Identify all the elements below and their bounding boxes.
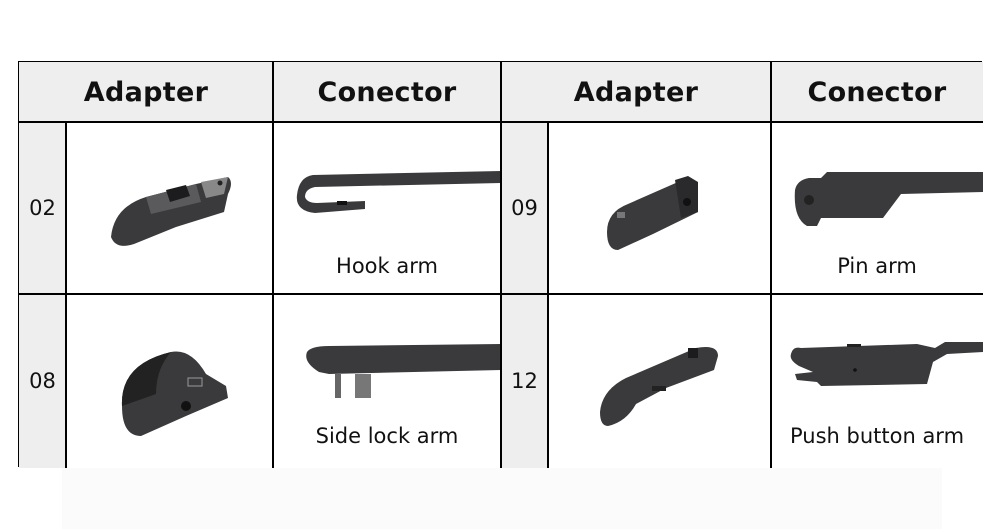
side-lock-arm-icon bbox=[306, 344, 501, 398]
grid-line bbox=[65, 122, 67, 468]
grid-line bbox=[500, 62, 502, 468]
side-lock-arm-label: Side lock arm bbox=[315, 424, 459, 448]
header-conector-right: Conector bbox=[771, 62, 983, 122]
push-button-arm-cell: Push button arm bbox=[771, 294, 983, 468]
hook-arm-cell: Hook arm bbox=[273, 122, 501, 294]
adapter-02-icon bbox=[111, 177, 231, 246]
side-lock-arm-cell: Side lock arm bbox=[273, 294, 501, 468]
hook-arm-label: Hook arm bbox=[336, 254, 438, 278]
adapter-12-icon bbox=[600, 347, 718, 426]
hook-arm-icon bbox=[296, 171, 501, 213]
row-code-12: 12 bbox=[501, 294, 548, 468]
pin-arm-label: Pin arm bbox=[837, 254, 917, 278]
row-code-09: 09 bbox=[501, 122, 548, 294]
adapter-09-icon bbox=[607, 176, 698, 250]
adapter-02-cell bbox=[66, 122, 273, 294]
pin-arm-icon bbox=[794, 172, 983, 226]
push-button-arm-label: Push button arm bbox=[789, 424, 965, 448]
adapter-12-cell bbox=[548, 294, 771, 468]
grid-line bbox=[547, 122, 549, 468]
header-conector-left: Conector bbox=[273, 62, 501, 122]
pin-arm-cell: Pin arm bbox=[771, 122, 983, 294]
adapter-08-cell bbox=[66, 294, 273, 468]
background-strip bbox=[62, 468, 942, 529]
grid-line bbox=[272, 62, 274, 468]
row-code-02: 02 bbox=[19, 122, 66, 294]
push-button-arm-icon bbox=[790, 342, 983, 386]
row-code-08: 08 bbox=[19, 294, 66, 468]
grid-line bbox=[770, 62, 772, 468]
adapter-08-icon bbox=[121, 351, 228, 436]
adapter-09-cell bbox=[548, 122, 771, 294]
header-adapter-left: Adapter bbox=[19, 62, 273, 122]
adapter-connector-table: Adapter Conector Adapter Conector 02 08 … bbox=[18, 61, 983, 468]
header-adapter-right: Adapter bbox=[501, 62, 771, 122]
